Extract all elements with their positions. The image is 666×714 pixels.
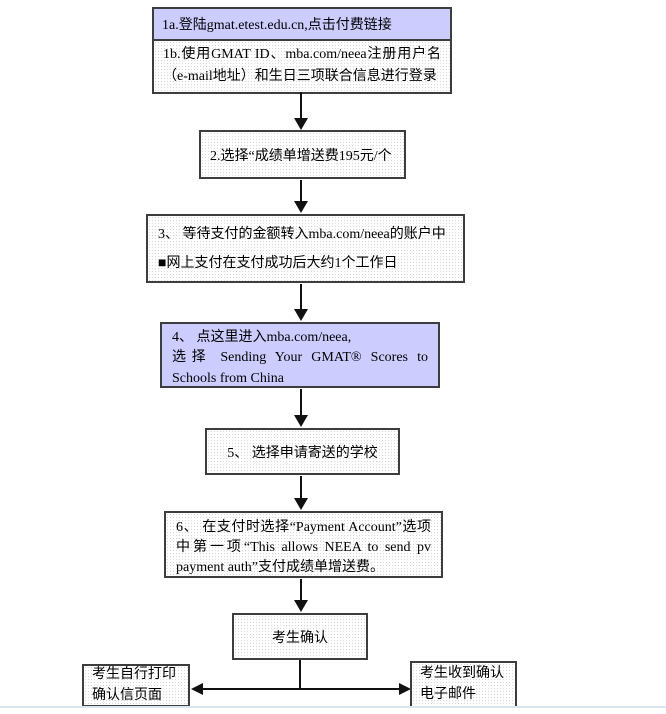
arrow-down-5	[294, 476, 308, 510]
step4-line2: 选择 Sending Your GMAT® Scores to Schools …	[172, 350, 428, 386]
flow-node-step2: 2.选择“成绩单增送费195元/个	[199, 130, 406, 179]
flow-node-step3: 3、 等待支付的金额转入mba.com/neea的账户中 ■网上支付在支付成功后…	[146, 214, 465, 283]
flow-node-step1b: 1b.使用GMAT ID、mba.com/neea注册用户名（e-mail地址）…	[154, 41, 450, 93]
flow-node-print: 考生自行打印 确认信页面	[82, 664, 190, 707]
arrow-down-1	[294, 92, 308, 130]
arrow-stem	[300, 389, 302, 415]
step4-line1: 4、 点这里进入mba.com/neea,	[172, 330, 352, 345]
arrow-down-2	[294, 180, 308, 213]
print-line1: 考生自行打印	[92, 667, 176, 683]
arrow-stem	[300, 579, 302, 600]
arrow-head-down-icon	[294, 498, 308, 510]
arrow-head-left-icon	[191, 683, 203, 695]
step6-text: 6、 在支付时选择“Payment Account”选项中第一项“This al…	[176, 520, 431, 575]
arrow-head-down-icon	[294, 415, 308, 427]
flow-node-step1-group: 1a.登陆gmat.etest.edu.cn,点击付费链接 1b.使用GMAT …	[152, 7, 452, 95]
email-line1: 考生收到确认	[420, 666, 504, 682]
arrow-down-4	[294, 389, 308, 427]
flow-node-step4: 4、 点这里进入mba.com/neea, 选择 Sending Your GM…	[160, 322, 440, 388]
page-bottom-divider	[0, 706, 666, 708]
arrow-head-down-icon	[294, 309, 308, 321]
connector-horizontal-line	[197, 688, 405, 690]
arrow-head-down-icon	[294, 600, 308, 612]
flow-node-email: 考生收到确认 电子邮件	[410, 661, 517, 708]
arrow-stem	[300, 284, 302, 309]
email-line2: 电子邮件	[420, 686, 476, 702]
flow-node-step1a: 1a.登陆gmat.etest.edu.cn,点击付费链接	[154, 9, 450, 41]
confirm-text: 考生确认	[272, 630, 328, 646]
arrow-down-6	[294, 579, 308, 612]
print-line2: 确认信页面	[92, 687, 162, 703]
arrow-stem	[300, 180, 302, 201]
step3-line1: 3、 等待支付的金额转入mba.com/neea的账户中	[158, 227, 446, 242]
flow-node-step5: 5、 选择申请寄送的学校	[205, 428, 400, 475]
arrow-head-down-icon	[294, 201, 308, 213]
step1a-text: 1a.登陆gmat.etest.edu.cn,点击付费链接	[162, 18, 392, 33]
flow-node-step6: 6、 在支付时选择“Payment Account”选项中第一项“This al…	[164, 511, 443, 578]
arrow-head-down-icon	[294, 118, 308, 130]
step5-text: 5、 选择申请寄送的学校	[227, 445, 378, 461]
step1b-text: 1b.使用GMAT ID、mba.com/neea注册用户名（e-mail地址）…	[163, 47, 441, 84]
flow-node-confirm: 考生确认	[232, 613, 368, 660]
arrow-stem	[300, 476, 302, 498]
step2-text: 2.选择“成绩单增送费195元/个	[210, 148, 392, 164]
arrow-head-right-icon	[399, 683, 411, 695]
arrow-down-3	[294, 284, 308, 321]
arrow-stem	[300, 92, 302, 118]
connector-vertical-stem	[299, 660, 301, 689]
step3-line2: ■网上支付在支付成功后大约1个工作日	[158, 256, 398, 271]
